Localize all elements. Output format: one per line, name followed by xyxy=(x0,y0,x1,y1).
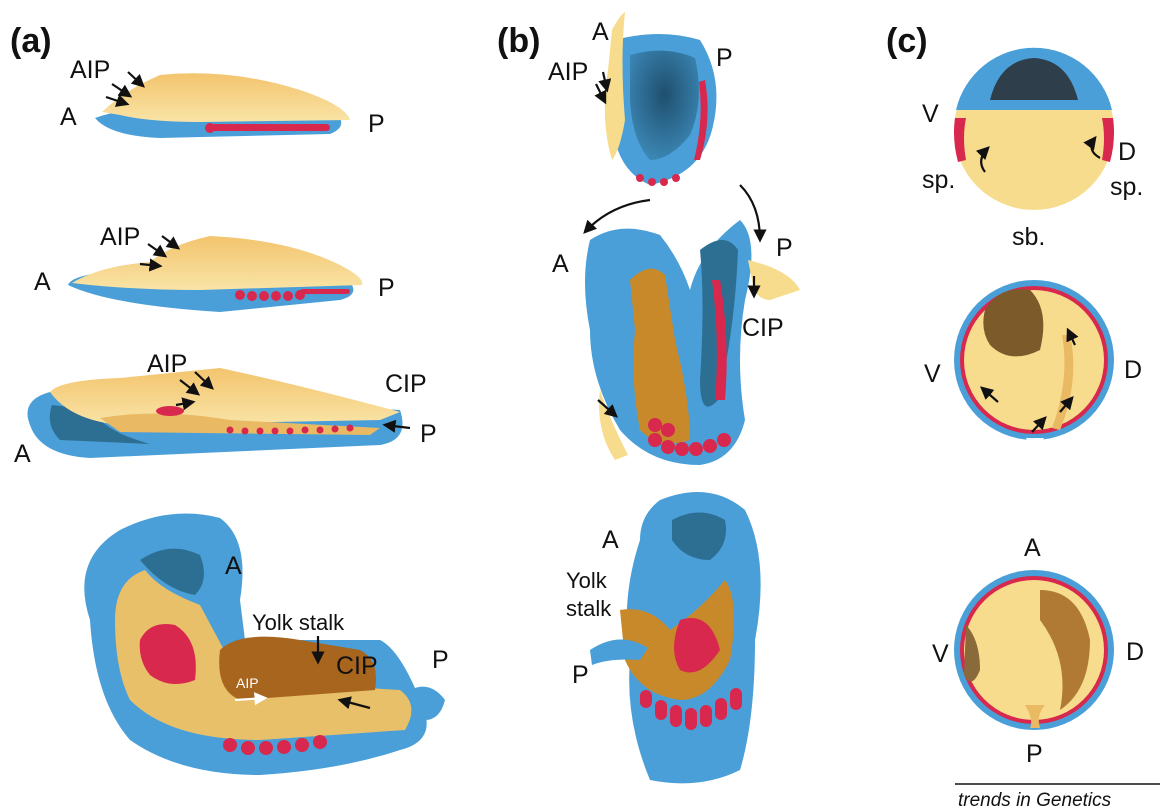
label-yolk-stalk-a4: Yolk stalk xyxy=(252,610,345,635)
label-aip-a2: AIP xyxy=(100,223,140,251)
label-cip-b2: CIP xyxy=(742,314,784,342)
label-p-b1: P xyxy=(716,44,733,72)
panel-a: (a) AIP A P xyxy=(10,22,449,775)
label-stalk-b3: stalk xyxy=(566,596,612,621)
label-aip-b1: AIP xyxy=(548,58,588,86)
embryo-a4: A Yolk stalk CIP AIP P xyxy=(84,514,448,775)
label-p-a4: P xyxy=(432,646,449,674)
label-aip-a3: AIP xyxy=(147,350,187,378)
embryo-a3: AIP CIP A P xyxy=(14,350,437,468)
label-a-b3: A xyxy=(602,526,619,554)
label-cip-a3: CIP xyxy=(385,370,427,398)
label-v-c2: V xyxy=(924,360,941,388)
panel-c-label: (c) xyxy=(886,22,928,60)
embryo-b1: A AIP P xyxy=(548,12,733,186)
label-sp-right-c1: sp. xyxy=(1110,173,1143,201)
label-p-a2: P xyxy=(378,274,395,302)
label-d-c1: D xyxy=(1118,138,1136,166)
label-a-a4: A xyxy=(225,552,242,580)
panel-a-label: (a) xyxy=(10,22,52,60)
label-yolk-b3: Yolk xyxy=(566,568,608,593)
panel-b: (b) A AIP P xyxy=(497,12,800,783)
label-v-c1: V xyxy=(922,100,939,128)
embryo-b2: A P CIP xyxy=(552,185,800,465)
label-a-a1: A xyxy=(60,103,77,131)
label-a-b1: A xyxy=(592,18,609,46)
label-v-c3: V xyxy=(932,640,949,668)
label-a-c3: A xyxy=(1024,534,1041,562)
embryo-c2: V D xyxy=(924,280,1142,446)
embryo-c3: A V D P xyxy=(932,534,1144,768)
label-p-c3: P xyxy=(1026,740,1043,768)
label-a-a2: A xyxy=(34,268,51,296)
journal-credit: trends in Genetics xyxy=(958,790,1112,811)
label-a-a3: A xyxy=(14,440,31,468)
embryo-a1: AIP A P xyxy=(60,56,385,138)
label-cip-a4: CIP xyxy=(336,652,378,680)
label-p-a3: P xyxy=(420,420,437,448)
panel-b-label: (b) xyxy=(497,22,540,60)
embryo-b3: A Yolk stalk P xyxy=(566,492,761,783)
label-p-b2: P xyxy=(776,234,793,262)
label-sb-c1: sb. xyxy=(1012,223,1045,251)
label-aip-a1: AIP xyxy=(70,56,110,84)
label-p-b3: P xyxy=(572,661,589,689)
label-d-c3: D xyxy=(1126,638,1144,666)
embryo-c1: V D sp. sp. sb. xyxy=(922,48,1143,251)
embryo-a2: AIP A P xyxy=(34,223,395,312)
label-aip-a4: AIP xyxy=(236,675,259,691)
label-p-a1: P xyxy=(368,110,385,138)
panel-c: (c) V D sp. sp. sb. xyxy=(886,22,1144,768)
label-sp-left-c1: sp. xyxy=(922,166,955,194)
label-d-c2: D xyxy=(1124,356,1142,384)
label-a-b2: A xyxy=(552,250,569,278)
